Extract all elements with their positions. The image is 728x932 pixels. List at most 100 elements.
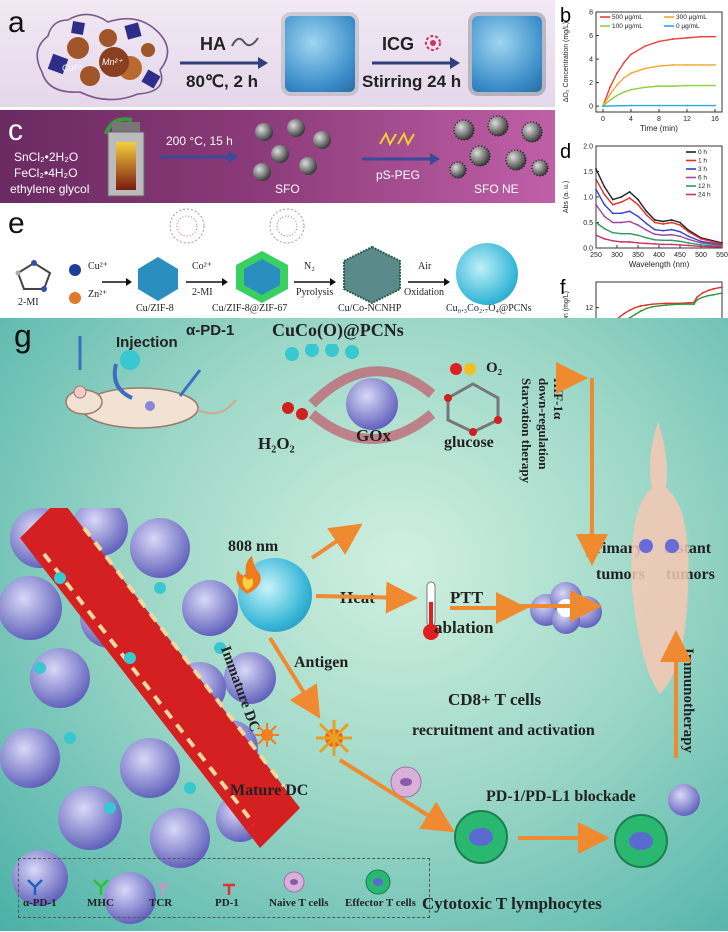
y-tick-label: 2: [589, 80, 593, 87]
data-point: [623, 312, 625, 315]
data-point: [672, 85, 674, 88]
data-point: [639, 310, 642, 312]
panel-e: e 2-MI Cu²⁺ Zn²⁺ Cu/ZIF-8 Co²⁺ 2-MI Cu/Z…: [0, 207, 555, 315]
nanocube-icg-image: [472, 16, 542, 92]
x-axis-label: Time (min): [640, 124, 678, 133]
data-point: [634, 306, 637, 309]
data-point: [616, 84, 618, 86]
arrow-e1-icon: [186, 278, 228, 286]
zn-ion-label: Zn²⁺: [88, 289, 108, 300]
data-point: [637, 242, 639, 244]
product-cu-zif8: Cu/ZIF-8: [136, 303, 174, 314]
legend-naive-t: Naive T cells: [269, 897, 329, 909]
effector-t-cell-icon-2: [614, 814, 668, 868]
effector-t-cell-icon-1: [454, 810, 508, 864]
data-point: [628, 240, 631, 243]
x-tick-label: 12: [683, 116, 691, 123]
data-point: [645, 242, 648, 245]
data-point: [701, 296, 704, 299]
arrow-a2-icon: [372, 57, 460, 69]
data-point: [645, 229, 648, 232]
data-point: [628, 197, 631, 199]
data-point: [687, 230, 690, 233]
panel-letter-a: a: [8, 6, 25, 39]
legend-pd1-icon: [223, 883, 235, 895]
data-point: [721, 292, 723, 295]
data-point: [637, 234, 639, 237]
step-e1-top: Co²⁺: [192, 261, 212, 272]
data-point: [670, 219, 673, 221]
series-line-3: [595, 204, 723, 247]
product-cu-co-ncnhp: Cu/Co-NCNHP: [338, 303, 402, 314]
data-point: [611, 231, 614, 234]
sfo-spheres-image: [253, 119, 331, 181]
data-point: [637, 224, 639, 226]
arrow-c1-icon: [160, 151, 238, 163]
data-point: [595, 178, 597, 181]
data-point: [665, 304, 667, 306]
data-point: [603, 193, 606, 196]
data-point: [637, 215, 639, 218]
mouse-injection-illustration: [65, 336, 237, 429]
data-point: [616, 72, 618, 75]
legend-effector-t-icon: [365, 869, 391, 895]
data-point: [611, 239, 614, 242]
data-point: [707, 289, 709, 292]
data-point: [611, 198, 614, 201]
data-point: [644, 67, 646, 70]
data-point: [603, 203, 606, 206]
ctl-label: Cytotoxic T lymphocytes: [422, 894, 602, 913]
data-point: [611, 203, 614, 206]
data-point: [603, 215, 606, 218]
data-point: [679, 230, 681, 233]
sfo-ne-image: [449, 115, 549, 179]
legend-naive-t-icon: [283, 871, 305, 893]
x-tick-label: 4: [629, 116, 633, 123]
x-tick-label: 550: [716, 252, 728, 259]
legend-mhc: MHC: [87, 897, 114, 909]
data-point: [687, 235, 690, 238]
cu-ion-label: Cu²⁺: [88, 261, 108, 272]
sfo-ne-label: SFO NE: [474, 182, 519, 196]
data-point: [620, 201, 623, 203]
data-point: [653, 219, 656, 221]
panel-letter-f: f: [560, 277, 566, 299]
ion-label-mn: Mn²⁺: [102, 57, 123, 67]
data-point: [620, 221, 623, 224]
data-point: [603, 185, 606, 188]
data-point: [700, 244, 702, 246]
data-point: [637, 203, 639, 206]
data-point: [595, 203, 597, 206]
zif8-structure-inset: [169, 208, 205, 244]
series-line-2: [602, 84, 715, 107]
y-tick-label: 6: [589, 33, 593, 40]
data-point: [630, 88, 632, 91]
data-point: [603, 227, 606, 230]
data-point: [670, 233, 673, 236]
legend-effector-t: Effector T cells: [345, 897, 416, 909]
data-point: [707, 294, 709, 297]
data-point: [665, 302, 667, 305]
data-point: [611, 221, 614, 224]
data-point: [679, 244, 681, 246]
laser-label: 808 nm: [228, 538, 279, 555]
ion-label-cu: Cu²⁺: [62, 63, 82, 73]
data-point: [679, 221, 681, 224]
ablation-label: ablation: [434, 618, 494, 637]
gox-label: GOx: [356, 426, 391, 445]
legend-mhc-icon: [93, 879, 109, 895]
data-point: [628, 210, 631, 213]
antigen-label: Antigen: [294, 654, 349, 671]
step-a1-label: HA: [200, 34, 226, 54]
data-point: [679, 235, 681, 238]
data-point: [687, 238, 690, 241]
legend-pd1: PD-1: [215, 897, 239, 909]
tumor-tissue-illustration: [0, 508, 300, 924]
data-point: [595, 221, 597, 224]
data-point: [686, 64, 688, 66]
nanocube-ha-image: [285, 16, 355, 92]
precursor-ions-illustration: [36, 13, 169, 101]
panel-c: c SnCl₂•2H₂O FeCl₂•4H₂O ethylene glycol …: [0, 110, 555, 203]
step-e2-top: N₂: [304, 261, 315, 272]
x-tick-label: 500: [695, 252, 707, 259]
